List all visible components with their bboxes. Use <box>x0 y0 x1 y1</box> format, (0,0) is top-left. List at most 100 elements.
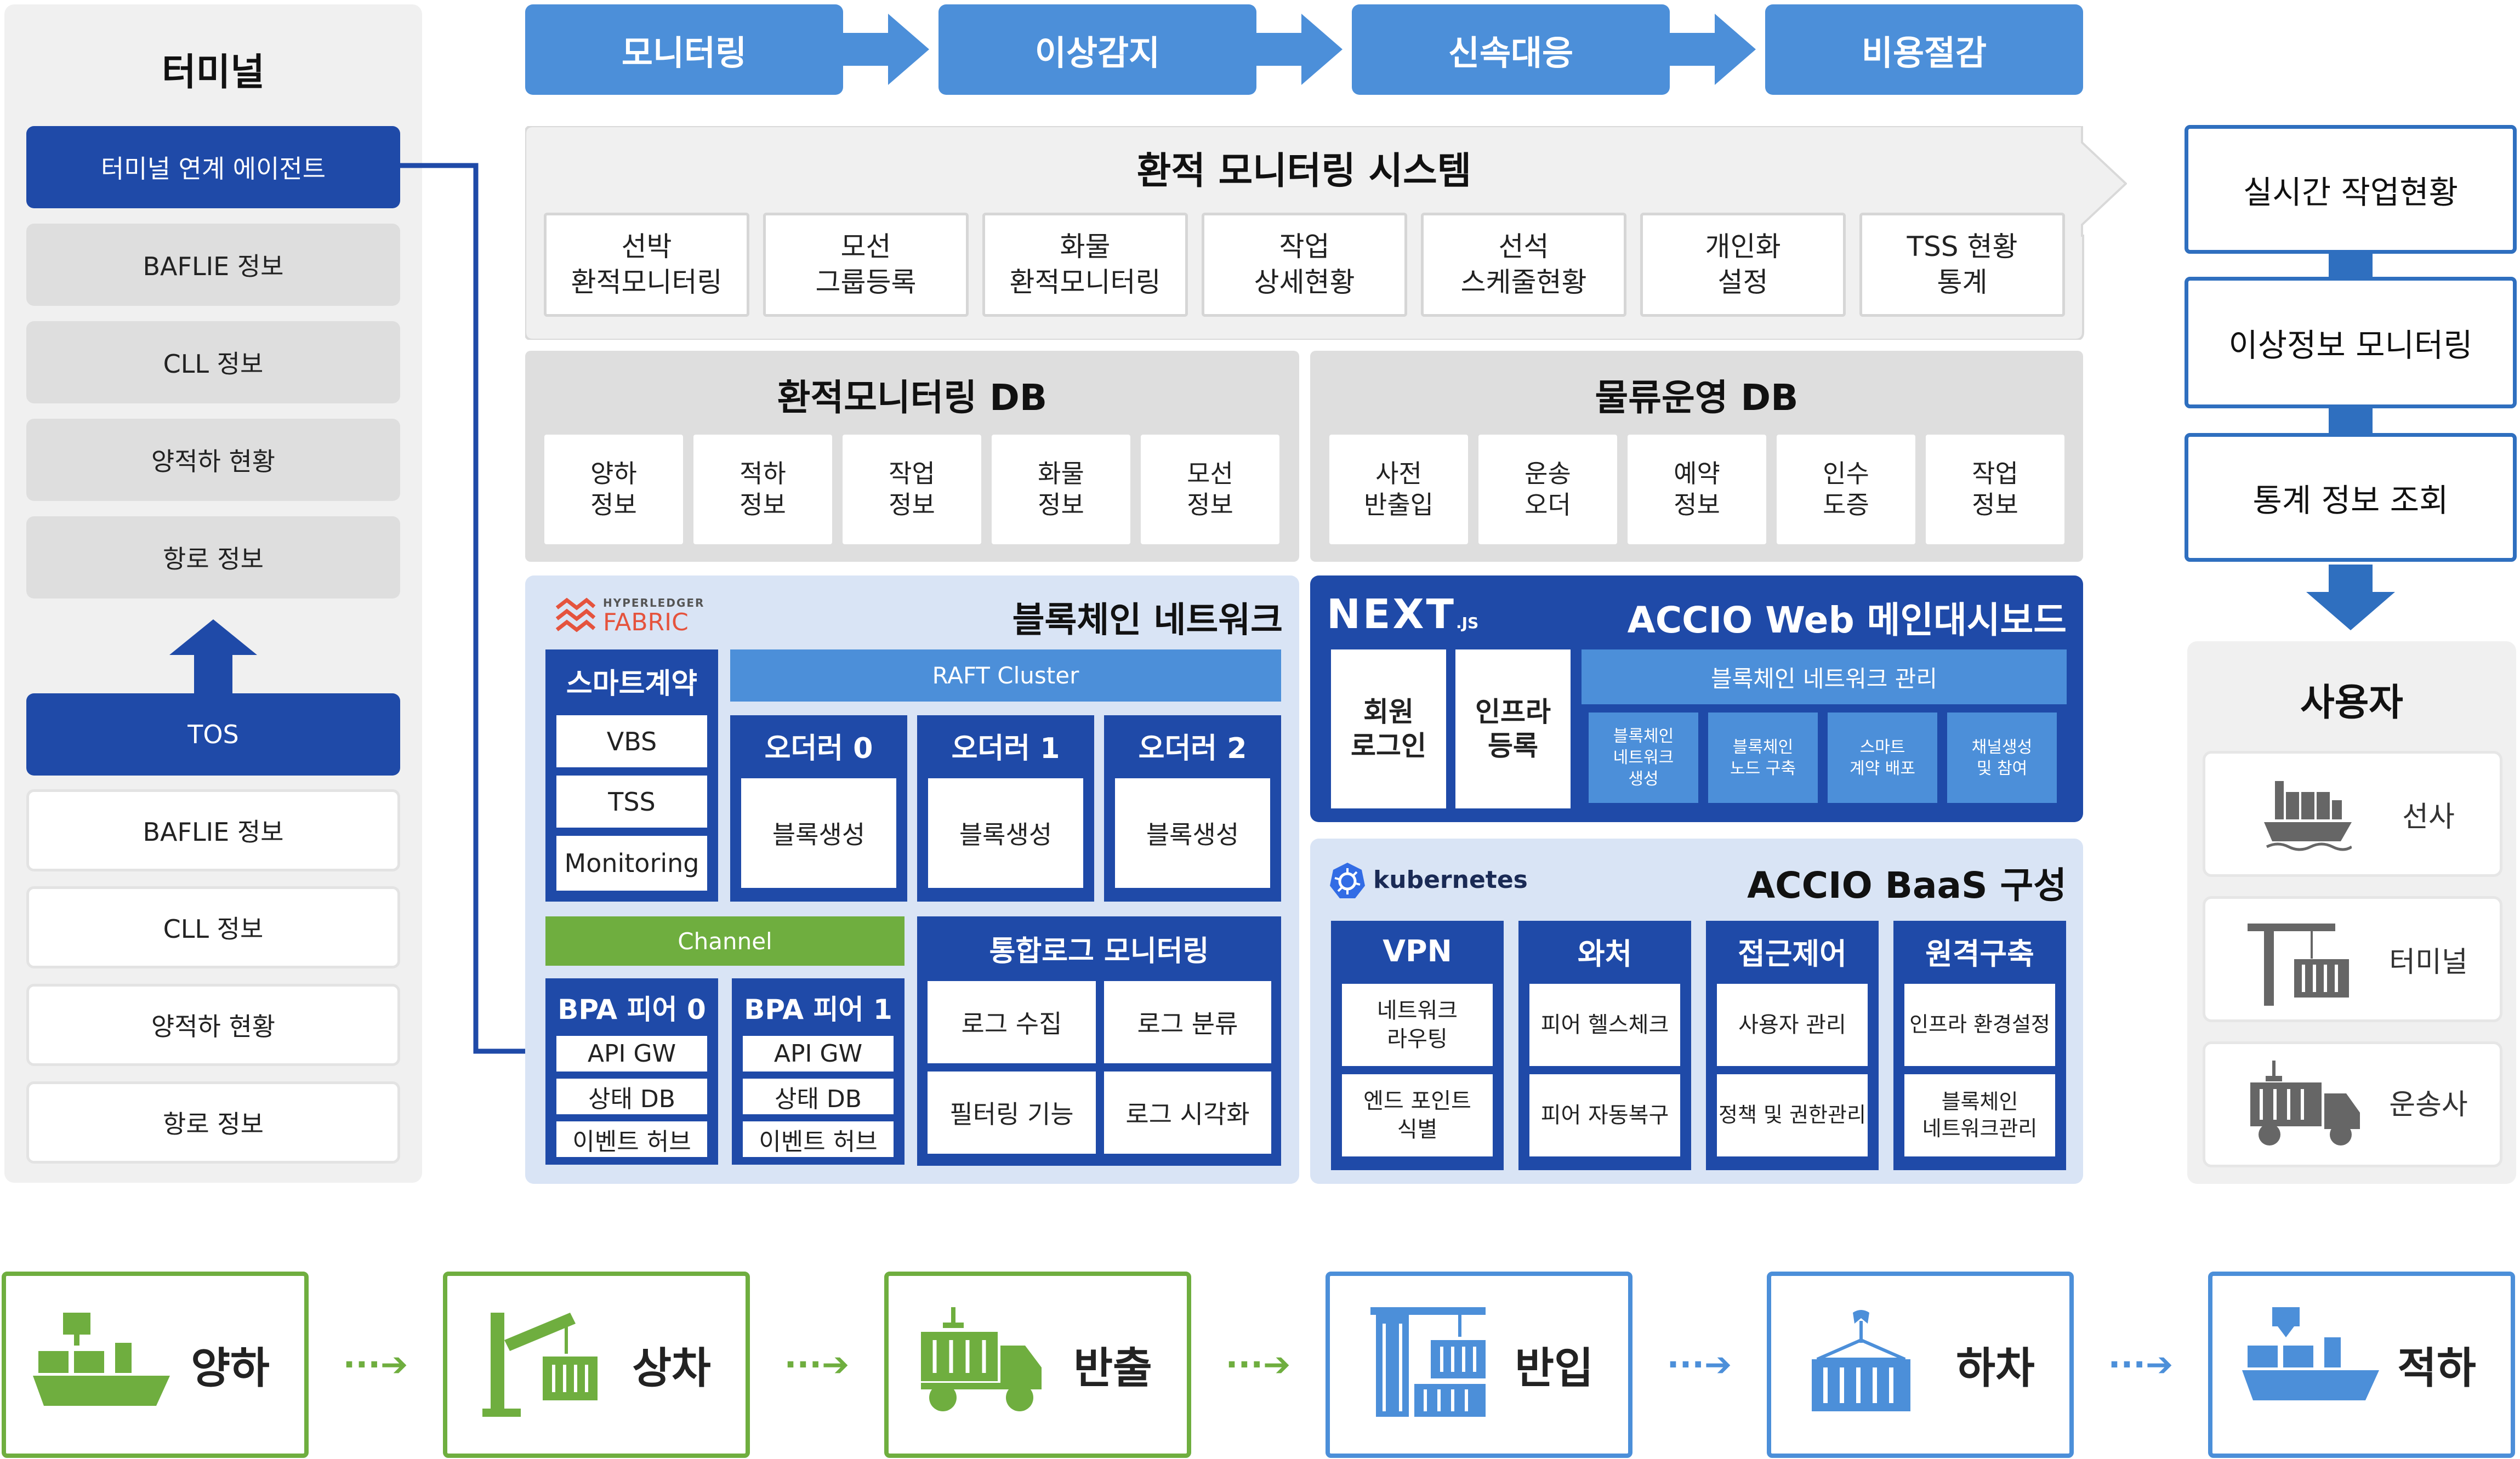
kubernetes-label: kubernetes <box>1373 866 1528 894</box>
terminal-bottom-item-loading: 양적하 현황 <box>26 984 400 1066</box>
dotted-arrow-icon: ···➔ <box>784 1346 850 1384</box>
blockchain-title: 블록체인 네트워크 <box>1012 600 1283 641</box>
terminal-top-item-baflie: BAFLIE 정보 <box>26 224 400 306</box>
baas-group-title: 와처 <box>1577 936 1632 971</box>
peer-item: 상태 DB <box>743 1079 894 1114</box>
monitoring-system-title: 환적 모니터링 시스템 <box>1136 149 1472 193</box>
hyperledger-fabric-logo-icon <box>555 597 596 632</box>
baas-title: ACCIO BaaS 구성 <box>1747 864 2067 907</box>
arrow-right-icon <box>841 14 929 85</box>
process-label: 반출 <box>1073 1344 1152 1393</box>
nextjs-logo-sub: .JS <box>1456 614 1479 632</box>
process-label: 적하 <box>2397 1344 2476 1393</box>
kubernetes-logo-icon <box>1330 863 1365 898</box>
logistics-db-title: 물류운영 DB <box>1595 377 1799 419</box>
container-unload-icon <box>1812 1310 1910 1411</box>
dashboard-title: ACCIO Web 메인대시보드 <box>1627 599 2067 641</box>
terminal-agent-box: 터미널 연계 에이전트 <box>26 126 400 208</box>
dotted-arrow-icon: ···➔ <box>2108 1346 2174 1384</box>
contract-item: VBS <box>556 715 707 767</box>
crane-icon <box>2248 924 2349 1006</box>
terminal-top-item-route: 항로 정보 <box>26 516 400 599</box>
terminal-title: 터미널 <box>162 50 265 94</box>
log-item: 로그 수집 <box>928 981 1096 1063</box>
realtime-status-box: 실시간 작업현황 <box>2185 125 2517 254</box>
arrow-right-icon <box>1255 14 1343 85</box>
down-arrow-icon <box>2306 565 2395 630</box>
right-flow-connector <box>2329 404 2373 437</box>
ship-load-icon <box>2242 1307 2379 1400</box>
baas-group-item: 피어 헬스체크 <box>1529 984 1680 1066</box>
nextjs-logo-text: NEXT <box>1327 591 1457 638</box>
orderer-action: 블록생성 <box>1115 778 1270 888</box>
baas-group-item: 사용자 관리 <box>1717 984 1868 1066</box>
process-label: 상차 <box>632 1344 711 1393</box>
network-mgmt-title: 블록체인 네트워크 관리 <box>1582 649 2067 704</box>
baas-group-title: 접근제어 <box>1738 936 1847 971</box>
log-item: 로그 시각화 <box>1104 1072 1271 1154</box>
orderer-action: 블록생성 <box>928 778 1083 888</box>
orderer-title: 오더러 0 <box>764 732 873 765</box>
smart-contract-title: 스마트계약 <box>566 668 698 700</box>
up-arrow-icon <box>169 619 257 693</box>
terminal-top-item-cll: CLL 정보 <box>26 321 400 403</box>
dotted-arrow-icon: ···➔ <box>1666 1346 1732 1384</box>
peer-item: 이벤트 허브 <box>556 1121 707 1157</box>
baas-group-item: 피어 자동복구 <box>1529 1074 1680 1156</box>
warehouse-in-icon <box>1370 1307 1486 1417</box>
terminal-bottom-item-cll: CLL 정보 <box>26 886 400 968</box>
nextjs-logo: NEXT.JS <box>1327 591 1478 638</box>
users-title: 사용자 <box>2300 681 2403 725</box>
contract-item: TSS <box>556 776 707 828</box>
statistics-query-box: 통계 정보 조회 <box>2185 433 2517 562</box>
channel-bar: Channel <box>545 916 905 966</box>
baas-group-title: 원격구축 <box>1925 936 2034 971</box>
contract-item: Monitoring <box>556 836 707 891</box>
user-card-terminal <box>2203 896 2502 1022</box>
process-label: 하차 <box>1956 1344 2035 1393</box>
process-step-detection: 이상감지 <box>938 4 1256 95</box>
user-label: 선사 <box>2402 800 2455 834</box>
peer-item: 상태 DB <box>556 1079 707 1114</box>
terminal-bottom-item-route: 항로 정보 <box>26 1081 400 1164</box>
ship-unload-icon <box>33 1313 170 1406</box>
peer-item: 이벤트 허브 <box>743 1121 894 1157</box>
terminal-bottom-item-baflie: BAFLIE 정보 <box>26 789 400 871</box>
orderer-action: 블록생성 <box>741 778 896 888</box>
peer-item: API GW <box>743 1036 894 1072</box>
tos-box: TOS <box>26 693 400 776</box>
user-label: 터미널 <box>2389 945 2468 979</box>
terminal-top-item-loading: 양적하 현황 <box>26 419 400 501</box>
crane-load-icon <box>482 1313 598 1417</box>
truck-icon <box>2250 1061 2360 1145</box>
user-card-shipping <box>2203 751 2502 877</box>
raft-cluster-bar: RAFT Cluster <box>730 649 1281 702</box>
dotted-arrow-icon: ···➔ <box>1225 1346 1291 1384</box>
process-step-cost: 비용절감 <box>1765 4 2083 95</box>
fabric-label: FABRIC <box>603 608 689 636</box>
anomaly-monitoring-box: 이상정보 모니터링 <box>2185 277 2517 408</box>
baas-group-item: 인프라 환경설정 <box>1904 984 2055 1066</box>
baas-group-item: 정책 및 권한관리 <box>1717 1074 1868 1156</box>
